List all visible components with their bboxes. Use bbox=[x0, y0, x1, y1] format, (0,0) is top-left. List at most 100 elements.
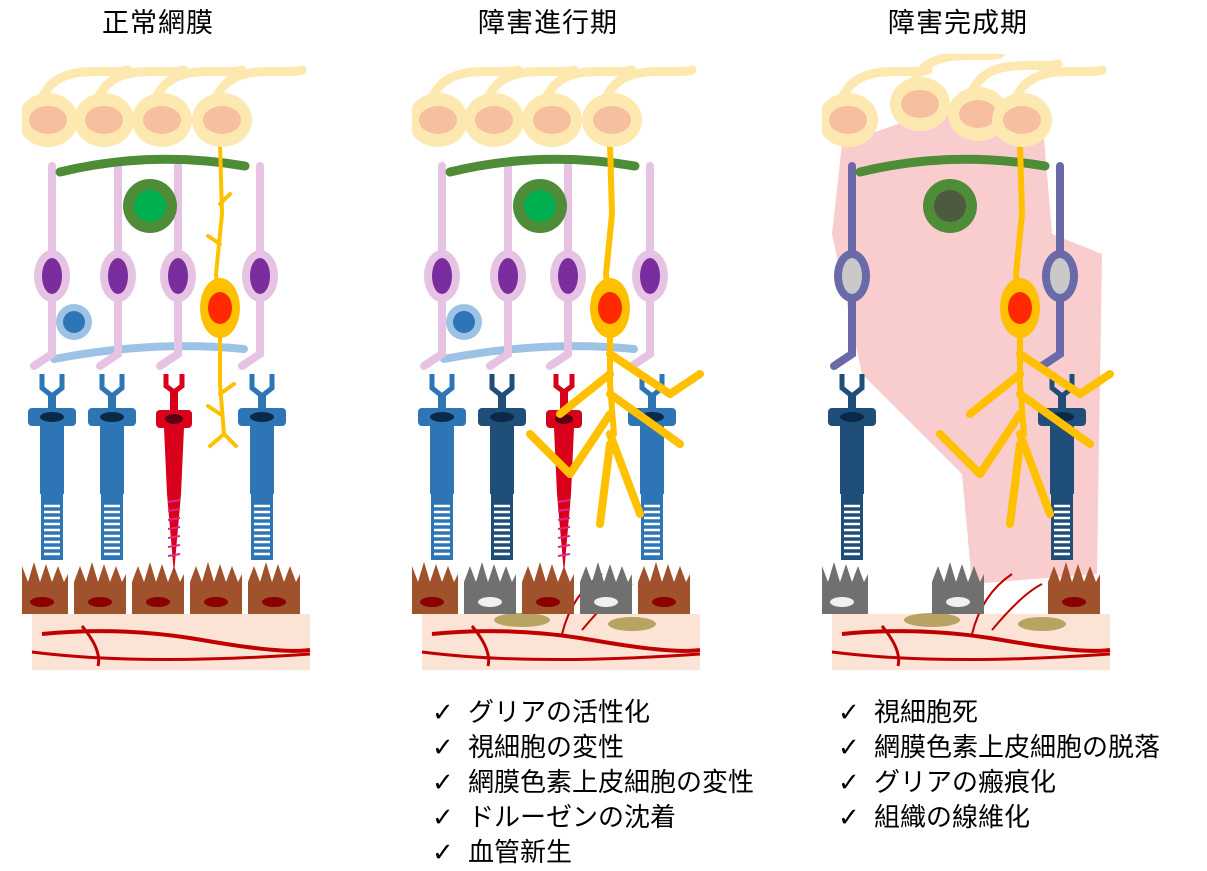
rod-outer-segment bbox=[101, 494, 123, 560]
rpe-nucleus bbox=[30, 597, 54, 607]
bipolar-cell-nucleus bbox=[498, 258, 518, 294]
ganglion-nucleus bbox=[593, 106, 631, 134]
rod-synapse bbox=[102, 374, 122, 396]
check-icon: ✓ bbox=[432, 696, 468, 731]
cone-nucleus bbox=[165, 414, 183, 424]
check-icon: ✓ bbox=[838, 766, 874, 801]
cone-synapse bbox=[166, 374, 182, 392]
amacrine-nucleus bbox=[524, 190, 556, 222]
rod-inner-segment bbox=[640, 426, 664, 494]
rod-nucleus bbox=[250, 412, 274, 422]
panel-endstage-title: 障害完成期 bbox=[818, 4, 1098, 44]
ganglion-nucleus bbox=[29, 106, 67, 134]
amacrine-dendrite bbox=[60, 159, 245, 172]
rod-axon bbox=[1058, 394, 1066, 410]
finding-item: ✓グリアの瘢痕化 bbox=[838, 766, 1160, 801]
rod-axon bbox=[648, 394, 656, 410]
rod-axon bbox=[48, 394, 56, 410]
bipolar-cell-nucleus bbox=[558, 258, 578, 294]
finding-label: 網膜色素上皮細胞の脱落 bbox=[874, 733, 1160, 763]
finding-label: ドルーゼンの沈着 bbox=[468, 803, 676, 833]
cone-disc bbox=[558, 545, 570, 547]
cone-disc bbox=[168, 527, 180, 529]
bipolar-cell-nucleus bbox=[250, 258, 270, 294]
choroid-layer bbox=[32, 614, 310, 670]
finding-item: ✓網膜色素上皮細胞の脱落 bbox=[838, 731, 1160, 766]
drusen-deposit bbox=[1018, 617, 1066, 631]
ganglion-nucleus bbox=[533, 106, 571, 134]
horizontal-cell-nucleus bbox=[63, 311, 85, 333]
rod-synapse bbox=[432, 374, 452, 396]
choroid-layer bbox=[422, 614, 700, 670]
rod-outer-segment bbox=[431, 494, 453, 560]
rod-nucleus bbox=[100, 412, 124, 422]
cone-synapse bbox=[556, 374, 572, 392]
check-icon: ✓ bbox=[432, 836, 468, 871]
muller-glia-branch bbox=[610, 434, 640, 514]
rod-outer-segment bbox=[251, 494, 273, 560]
cone-disc bbox=[168, 554, 180, 556]
rpe-nucleus bbox=[146, 597, 170, 607]
drusen-deposit bbox=[608, 617, 656, 631]
finding-item: ✓血管新生 bbox=[432, 836, 754, 871]
cone-axon bbox=[170, 392, 178, 412]
rpe-nucleus bbox=[204, 597, 228, 607]
cone-disc bbox=[168, 545, 180, 547]
rod-axon bbox=[108, 394, 116, 410]
rod-outer-segment bbox=[41, 494, 63, 560]
drusen-deposit bbox=[494, 613, 550, 627]
rod-inner-segment bbox=[250, 426, 274, 494]
rod-nucleus bbox=[490, 412, 514, 422]
ganglion-nucleus bbox=[1003, 106, 1041, 134]
ganglion-nucleus bbox=[475, 106, 513, 134]
muller-glia-nucleus bbox=[1008, 292, 1032, 324]
drusen-deposit bbox=[904, 613, 960, 627]
cone-disc bbox=[558, 536, 570, 538]
horizontal-cell-nucleus bbox=[453, 311, 475, 333]
muller-glia-branch bbox=[670, 374, 700, 394]
rpe-nucleus bbox=[262, 597, 286, 607]
finding-item: ✓視細胞の変性 bbox=[432, 731, 754, 766]
finding-label: 血管新生 bbox=[468, 838, 572, 868]
muller-glia-branch bbox=[224, 434, 236, 446]
finding-label: グリアの瘢痕化 bbox=[874, 768, 1056, 798]
bipolar-cell-nucleus bbox=[842, 258, 862, 294]
rod-inner-segment bbox=[40, 426, 64, 494]
bipolar-cell-nucleus bbox=[640, 258, 660, 294]
progressive-findings-list: ✓グリアの活性化 ✓視細胞の変性 ✓網膜色素上皮細胞の変性 ✓ドルーゼンの沈着 … bbox=[432, 696, 754, 871]
bipolar-cell-nucleus bbox=[168, 258, 188, 294]
check-icon: ✓ bbox=[838, 801, 874, 836]
muller-glia-branch bbox=[210, 434, 224, 446]
rod-axon bbox=[498, 394, 506, 410]
bipolar-cell-nucleus bbox=[108, 258, 128, 294]
rod-outer-segment bbox=[641, 494, 663, 560]
cone-disc bbox=[558, 554, 570, 556]
ganglion-nucleus bbox=[203, 106, 241, 134]
rod-nucleus bbox=[840, 412, 864, 422]
rod-synapse bbox=[492, 374, 512, 396]
ganglion-nucleus bbox=[959, 100, 997, 128]
rpe-nucleus bbox=[830, 597, 854, 607]
panel-normal-title: 正常網膜 bbox=[18, 4, 298, 44]
finding-item: ✓グリアの活性化 bbox=[432, 696, 754, 731]
finding-item: ✓組織の線維化 bbox=[838, 801, 1160, 836]
rpe-nucleus bbox=[1062, 597, 1086, 607]
finding-label: 網膜色素上皮細胞の変性 bbox=[468, 768, 754, 798]
rod-axon bbox=[848, 394, 856, 410]
rod-synapse bbox=[252, 374, 272, 396]
muller-glia-branch bbox=[208, 406, 220, 414]
ganglion-nucleus bbox=[829, 106, 867, 134]
rpe-nucleus bbox=[536, 597, 560, 607]
bipolar-cell-nucleus bbox=[432, 258, 452, 294]
endstage-findings-list: ✓視細胞死 ✓網膜色素上皮細胞の脱落 ✓グリアの瘢痕化 ✓組織の線維化 bbox=[838, 696, 1160, 836]
rpe-nucleus bbox=[478, 597, 502, 607]
rpe-nucleus bbox=[652, 597, 676, 607]
rpe-nucleus bbox=[420, 597, 444, 607]
normal-retina-illustration bbox=[22, 54, 318, 674]
muller-glia-nucleus bbox=[208, 292, 232, 324]
rod-synapse bbox=[842, 374, 862, 396]
finding-item: ✓視細胞死 bbox=[838, 696, 1160, 731]
amacrine-nucleus bbox=[934, 190, 966, 222]
horizontal-cell-process bbox=[444, 346, 634, 359]
rod-synapse bbox=[42, 374, 62, 396]
